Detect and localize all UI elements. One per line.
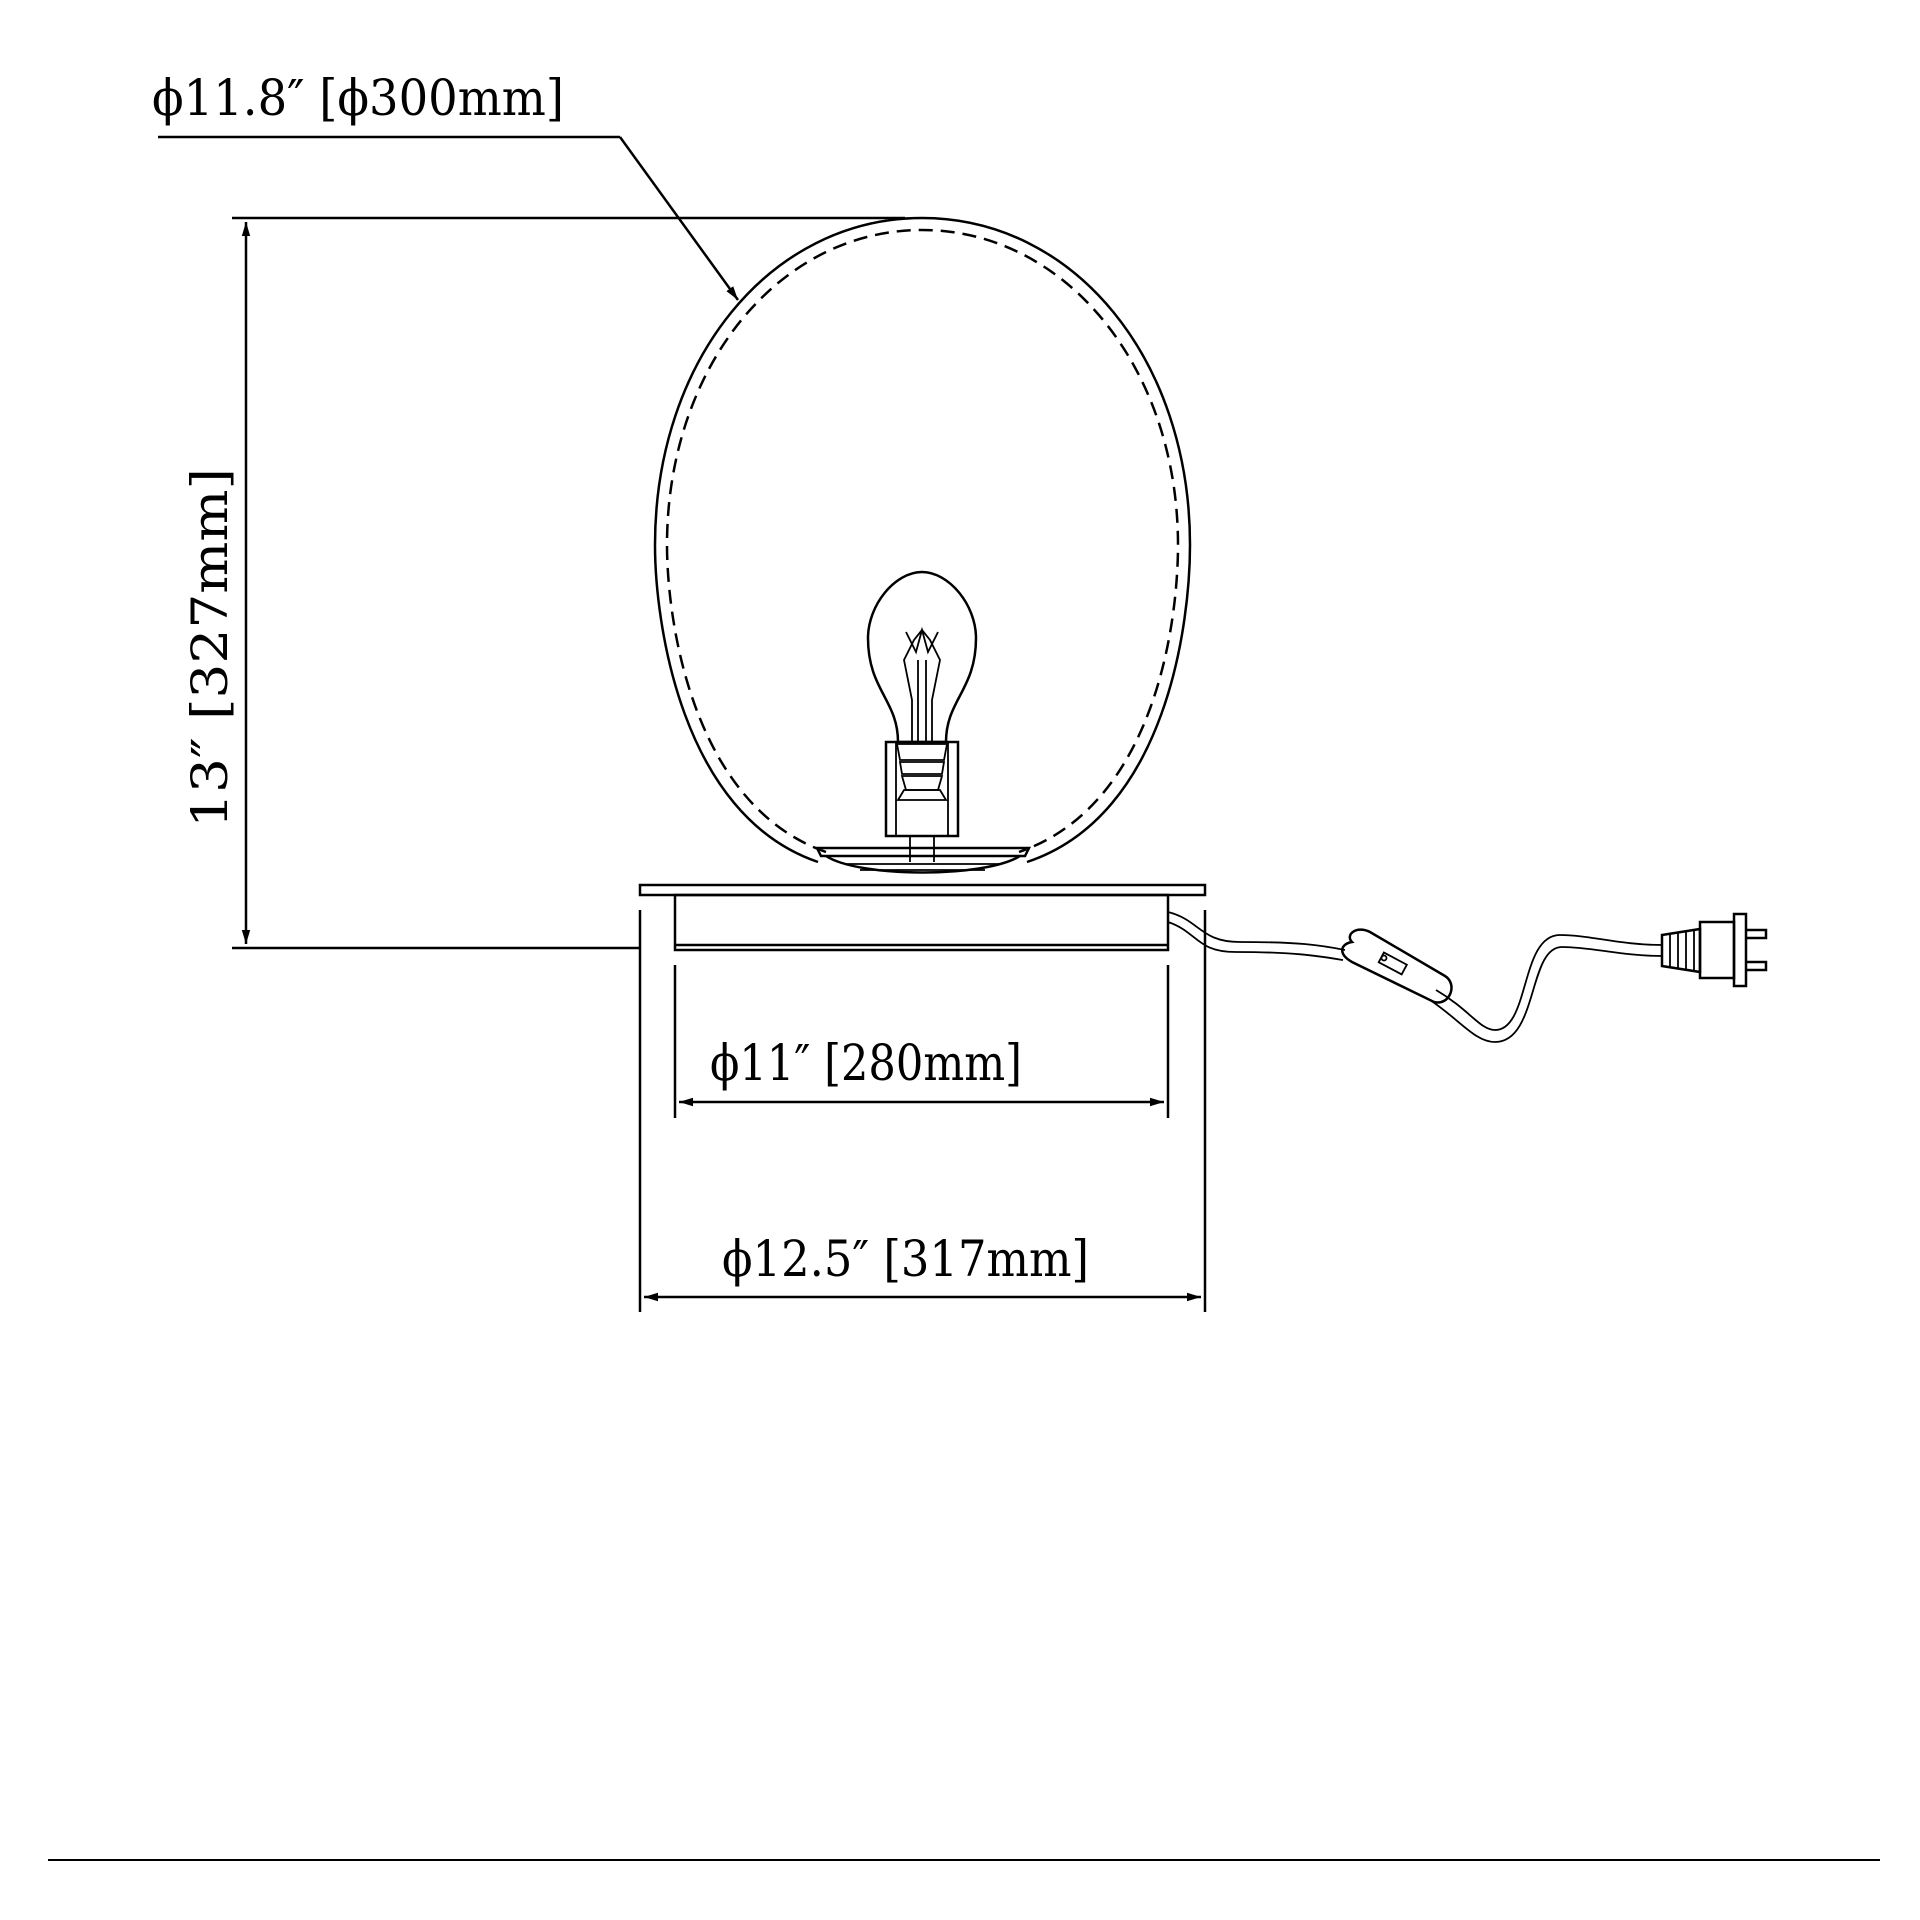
inline-switch-icon: [1341, 928, 1453, 1004]
bulb-filament-support: [903, 628, 941, 742]
cord-lower-a: [1435, 934, 1663, 1031]
shade-holder-dish: [814, 846, 1032, 874]
base-outer-diameter-label: ϕ12.5″ [317mm]: [722, 1230, 1089, 1288]
dish-bowl: [825, 854, 1021, 874]
cord-upper-a: [1167, 911, 1346, 951]
base-outer-diameter-dimension: ϕ12.5″ [317mm]: [638, 910, 1207, 1312]
plug-prong-bottom: [1746, 960, 1768, 972]
bulb-filament: [905, 626, 939, 655]
switch-body: [1341, 928, 1453, 1004]
power-cord: [1167, 911, 1768, 1043]
base-top-plate: [638, 883, 1207, 897]
switch-dot: [1380, 954, 1388, 962]
plug-head: [1698, 920, 1736, 980]
base-inner-diameter-dimension: ϕ11″ [280mm]: [673, 965, 1170, 1118]
socket-collar: [896, 789, 948, 801]
globe-outline: [653, 216, 1192, 864]
cord-lower-b: [1429, 946, 1663, 1043]
lamp-base: [638, 883, 1207, 952]
base-inner-diameter-label: ϕ11″ [280mm]: [710, 1034, 1022, 1092]
power-plug-icon: [1660, 912, 1768, 988]
bulb-screw-base: [895, 743, 949, 791]
shade-diameter-dimension: ϕ11.8″ [ϕ300mm]: [152, 69, 740, 301]
height-label: 13″ [327mm]: [181, 468, 239, 828]
lamp-socket: [884, 740, 960, 862]
plug-face: [1732, 912, 1748, 988]
height-dimension: 13″ [327mm]: [181, 216, 905, 950]
plug-prong-top: [1746, 928, 1768, 940]
bulb-glass: [866, 570, 978, 744]
light-bulb-icon: [866, 570, 978, 791]
dish-rings: [845, 863, 1000, 871]
cord-upper-b: [1167, 921, 1344, 961]
globe-inner-dashed: [665, 228, 1180, 854]
plug-ribs: [1669, 931, 1695, 970]
socket-body: [884, 740, 960, 838]
base-body: [673, 893, 1170, 952]
dish-rim: [814, 846, 1032, 858]
shade-diameter-label: ϕ11.8″ [ϕ300mm]: [152, 69, 564, 127]
globe-shade: [653, 216, 1192, 864]
